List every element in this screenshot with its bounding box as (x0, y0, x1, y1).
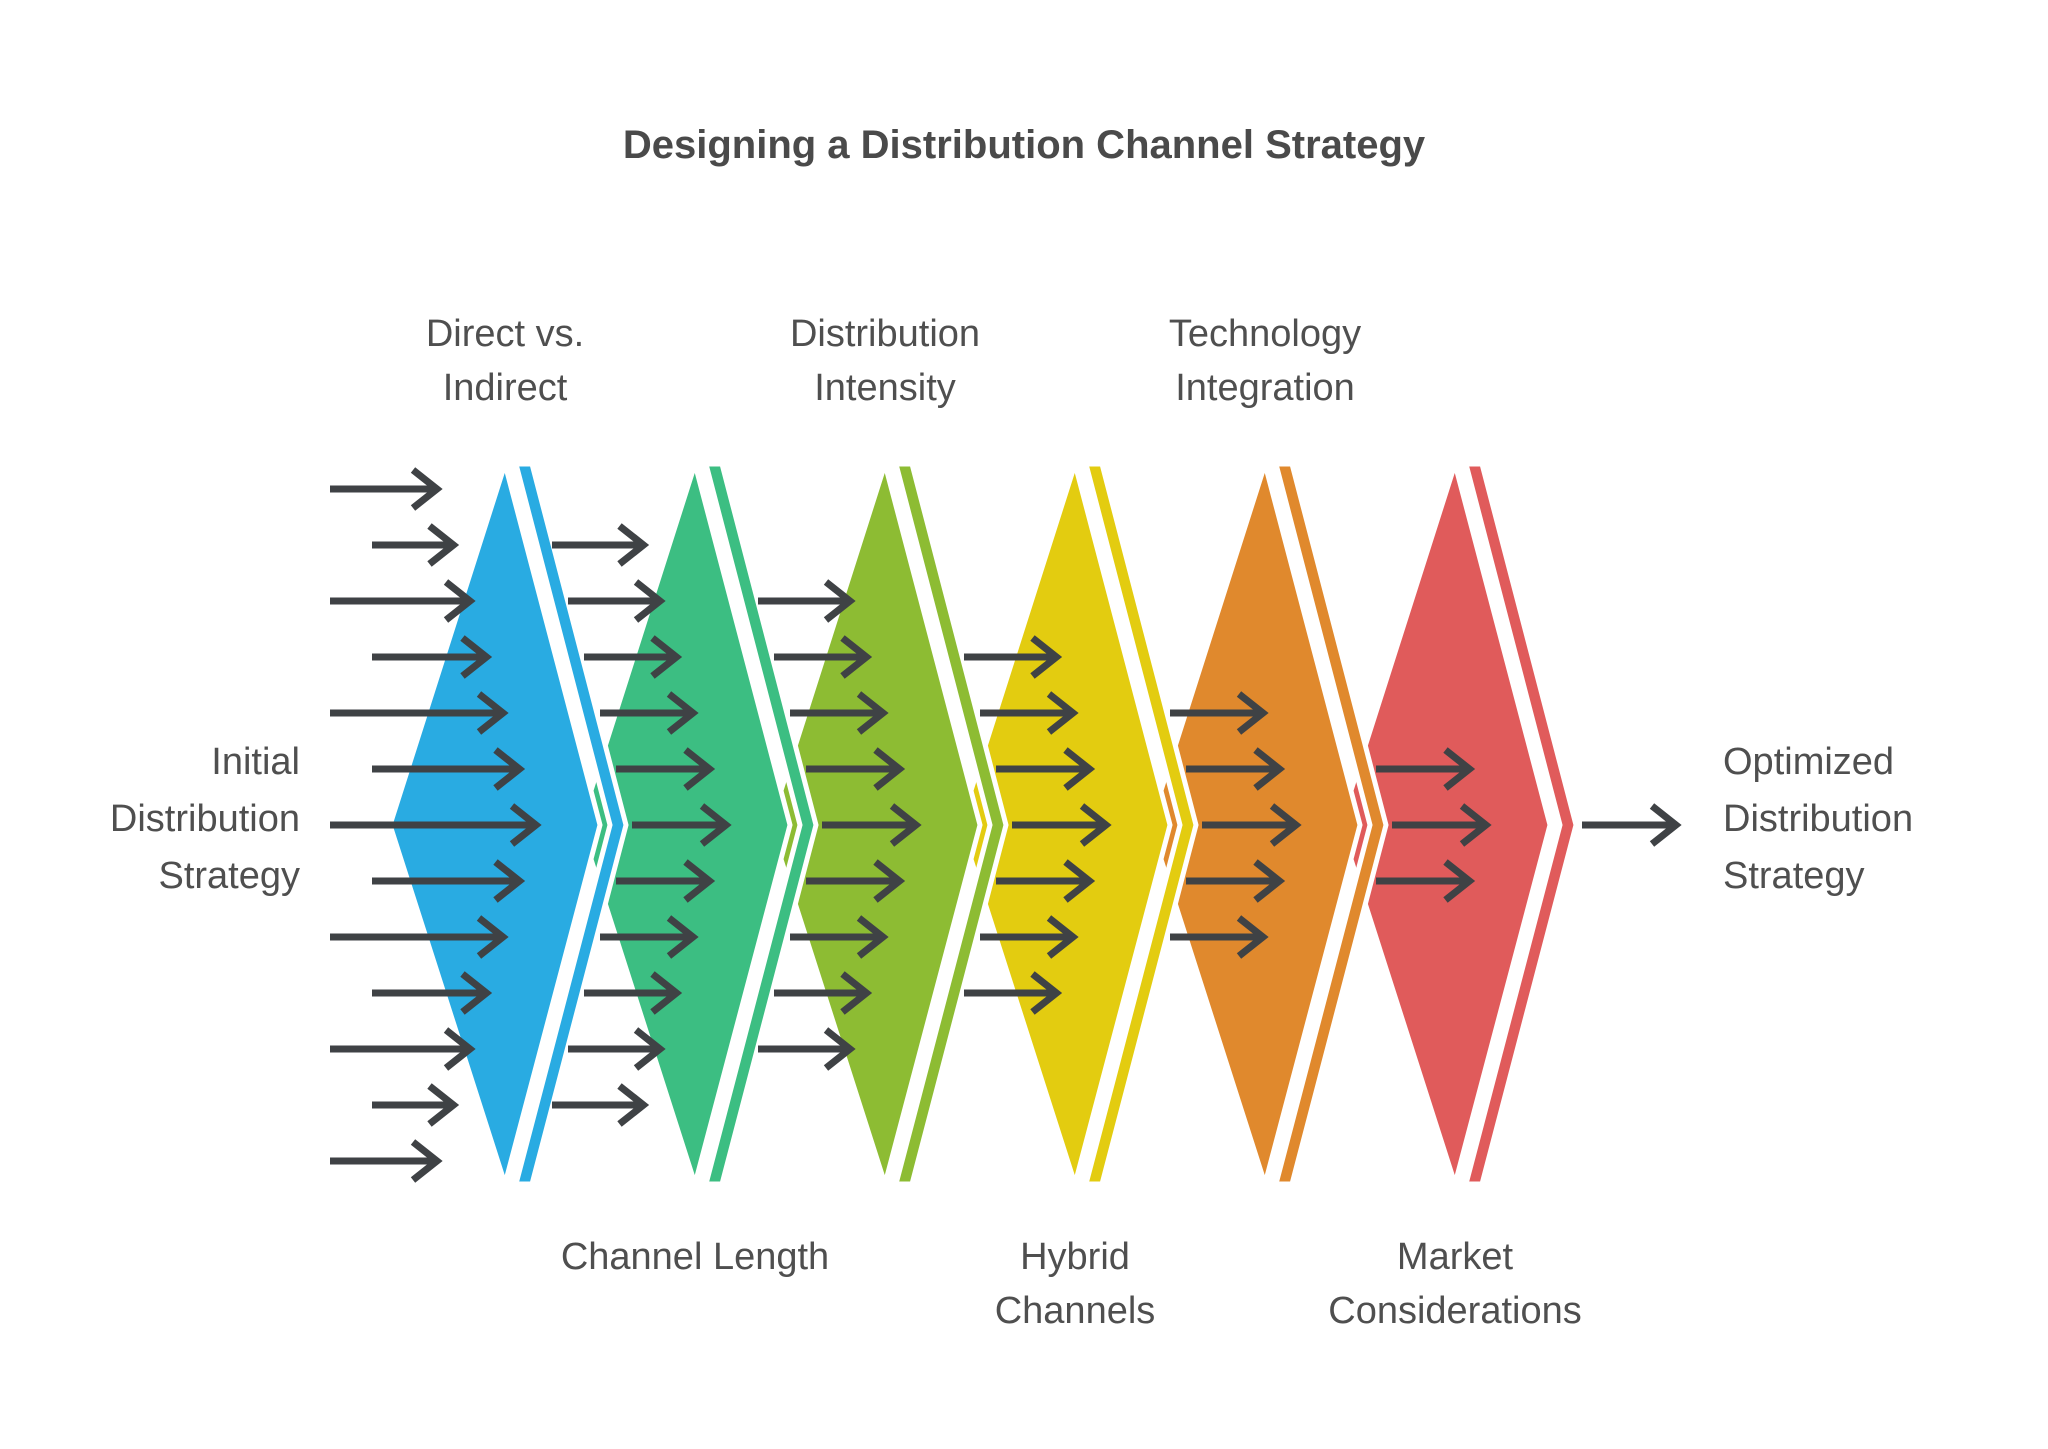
flow-arrow (330, 915, 509, 959)
flow-arrow (1376, 747, 1476, 791)
flow-arrow (568, 579, 666, 623)
stage-label-channel-length: Channel Length (475, 1230, 915, 1284)
flow-arrow (806, 747, 906, 791)
flow-arrow (1012, 803, 1112, 847)
initial-strategy-line: Distribution (109, 798, 300, 840)
flow-arrow (372, 747, 526, 791)
flow-arrow (616, 747, 716, 791)
flow-arrow (758, 1027, 856, 1071)
flow-arrow (1170, 915, 1269, 959)
flow-arrow (600, 691, 699, 735)
flow-arrow (600, 915, 699, 959)
flow-arrow (632, 803, 732, 847)
flow-arrows (330, 467, 1682, 1183)
flow-arrow (964, 635, 1063, 679)
flow-arrow (372, 859, 526, 903)
flow-arrow (330, 467, 443, 511)
stage-label-line: Intensity (814, 367, 956, 409)
diamond-echo-sliver (1462, 461, 1579, 1187)
stage-label-line: Direct vs. (425, 313, 585, 355)
flow-arrow (1392, 803, 1492, 847)
flow-arrow (584, 635, 683, 679)
diamond-echo-sliver (892, 461, 1009, 1187)
flow-arrow (330, 803, 542, 847)
flow-arrow (774, 971, 873, 1015)
arrow-column-0 (330, 467, 542, 1183)
stage-label-line: Considerations (1328, 1290, 1582, 1332)
optimized-strategy-line: Optimized (1723, 741, 1895, 783)
arrow-column-1 (552, 523, 732, 1127)
flow-arrow (822, 803, 922, 847)
stage-label-line: Technology (1168, 313, 1362, 355)
flow-arrow (552, 1083, 650, 1127)
flow-arrow (790, 691, 889, 735)
stage-label-line: Channel Length (560, 1236, 830, 1278)
flow-arrow (806, 859, 906, 903)
flow-arrow (330, 691, 509, 735)
flow-arrow (584, 971, 683, 1015)
arrow-column-5 (1376, 747, 1492, 903)
stage-label-line: Integration (1175, 367, 1355, 409)
arrow-column-6 (1582, 803, 1682, 847)
flow-arrow (1202, 803, 1302, 847)
initial-strategy-label: Initial Distribution Strategy (0, 734, 300, 905)
flow-arrow (372, 1083, 460, 1127)
flow-arrow (1186, 747, 1286, 791)
stage-label-line: Hybrid (1020, 1236, 1130, 1278)
optimized-strategy-line: Distribution (1723, 798, 1914, 840)
diamond-echo-sliver (1082, 461, 1199, 1187)
diamond-echo-sliver (1272, 461, 1389, 1187)
flow-arrow (372, 971, 493, 1015)
diagram-title: Designing a Distribution Channel Strateg… (622, 123, 1426, 167)
arrow-column-4 (1170, 691, 1302, 959)
flow-arrow (980, 915, 1079, 959)
flow-arrow (1186, 859, 1286, 903)
stage-label-line: Market (1396, 1236, 1514, 1278)
flow-arrow (330, 1139, 443, 1183)
optimized-strategy-line: Strategy (1723, 855, 1865, 897)
arrow-column-2 (758, 579, 922, 1071)
flow-arrow (774, 635, 873, 679)
stage-label-line: Distribution (789, 313, 981, 355)
diamond-echo-sliver (512, 461, 629, 1187)
flow-arrow (330, 1027, 476, 1071)
flow-arrow (616, 859, 716, 903)
optimized-strategy-label: Optimized Distribution Strategy (1723, 734, 2048, 905)
initial-strategy-line: Initial (211, 741, 300, 783)
flow-arrow (996, 747, 1096, 791)
flow-arrow (372, 635, 493, 679)
arrow-column-3 (964, 635, 1112, 1015)
flow-arrow (996, 859, 1096, 903)
initial-strategy-line: Strategy (158, 855, 300, 897)
flow-arrow (790, 915, 889, 959)
diamond-echo-sliver (702, 461, 819, 1187)
flow-arrow (568, 1027, 666, 1071)
flow-arrow (552, 523, 650, 567)
flow-arrow (980, 691, 1079, 735)
stage-label-direct-vs-indirect: Direct vs. Indirect (285, 307, 725, 415)
flow-arrow (758, 579, 856, 623)
stage-label-line: Indirect (442, 367, 568, 409)
flow-arrow (1376, 859, 1476, 903)
flow-arrow (372, 523, 460, 567)
stage-label-line: Channels (994, 1290, 1156, 1332)
flow-arrow (330, 579, 476, 623)
flow-arrow (964, 971, 1063, 1015)
flow-arrow (1582, 803, 1682, 847)
flow-arrow (1170, 691, 1269, 735)
